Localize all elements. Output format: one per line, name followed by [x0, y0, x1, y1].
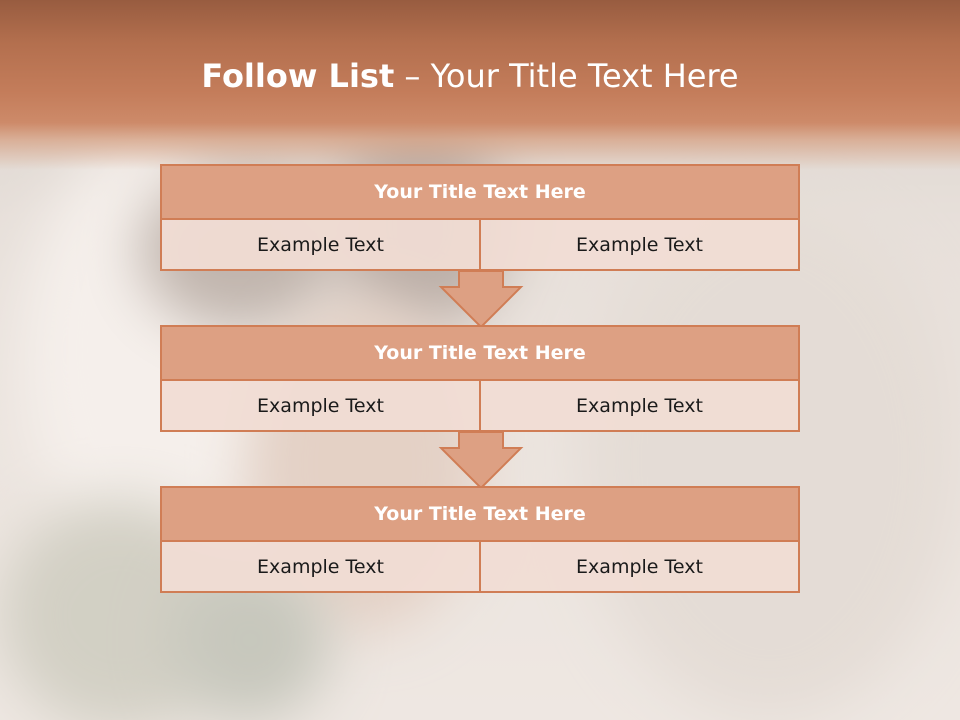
- step-title: Your Title Text Here: [160, 325, 800, 381]
- step-row: Example Text Example Text: [160, 220, 800, 271]
- step-cell-right: Example Text: [481, 220, 800, 271]
- slide-title-bold: Follow List: [201, 57, 395, 95]
- step-row: Example Text Example Text: [160, 542, 800, 593]
- step-title: Your Title Text Here: [160, 486, 800, 542]
- title-band: [0, 0, 960, 170]
- step-cell-left: Example Text: [160, 381, 481, 432]
- step-title: Your Title Text Here: [160, 164, 800, 220]
- step-block-2: Your Title Text Here Example Text Exampl…: [160, 325, 800, 432]
- step-row: Example Text Example Text: [160, 381, 800, 432]
- step-cell-right: Example Text: [481, 542, 800, 593]
- step-block-3: Your Title Text Here Example Text Exampl…: [160, 486, 800, 593]
- down-arrow-icon: [438, 431, 524, 490]
- slide-title: Follow List – Your Title Text Here: [0, 52, 940, 100]
- step-cell-left: Example Text: [160, 542, 481, 593]
- step-cell-right: Example Text: [481, 381, 800, 432]
- step-block-1: Your Title Text Here Example Text Exampl…: [160, 164, 800, 271]
- step-cell-left: Example Text: [160, 220, 481, 271]
- down-arrow-icon: [438, 270, 524, 329]
- slide-title-rest: – Your Title Text Here: [394, 57, 739, 95]
